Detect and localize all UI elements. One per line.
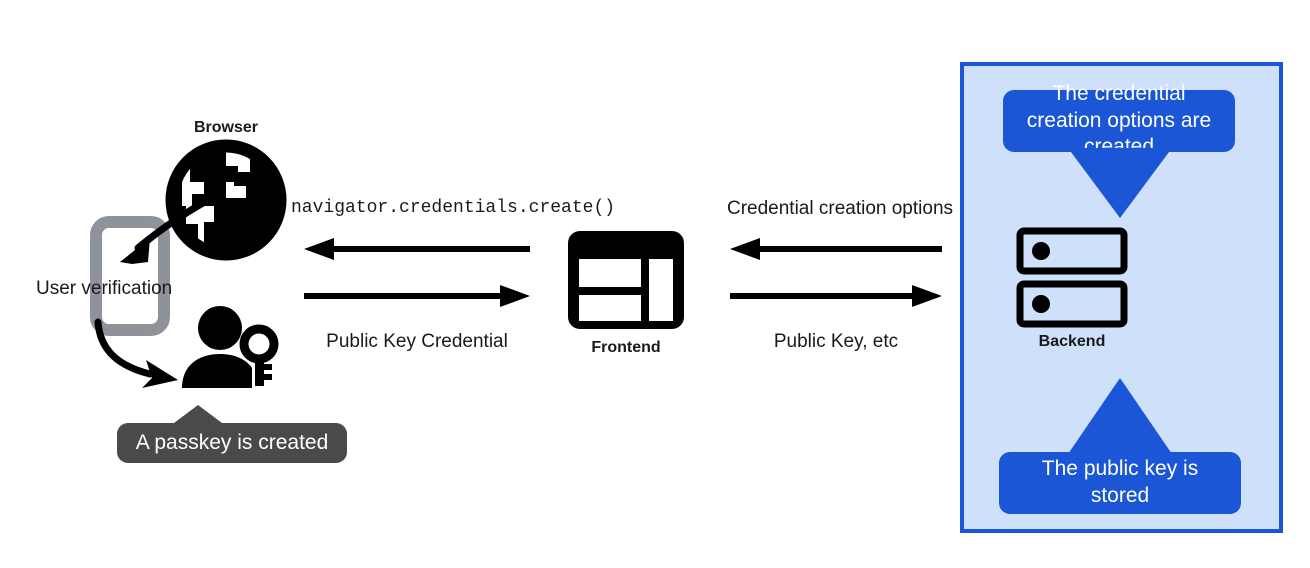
- server-rack-icon: [1016, 227, 1128, 328]
- arrow-backend-to-frontend: [730, 238, 942, 260]
- person-with-key-icon: [182, 306, 279, 388]
- arrow-browser-to-phone: [120, 194, 216, 264]
- callout-credential-options-created: The credential creation options are crea…: [1003, 82, 1235, 158]
- tooltip-passkey-created-text: A passkey is created: [135, 430, 329, 454]
- mobile-phone-icon: [90, 216, 170, 336]
- frontend-label: Frontend: [591, 339, 661, 356]
- message-navigator-create-label: navigator.credentials.create(): [291, 198, 616, 218]
- arrow-frontend-to-browser: [304, 238, 530, 260]
- browser-label: Browser: [193, 119, 259, 136]
- arrow-browser-to-frontend: [304, 285, 530, 307]
- message-public-key-credential-label: Public Key Credential: [326, 331, 508, 352]
- callout-public-key-stored: The public key is stored: [999, 452, 1241, 514]
- tooltip-passkey-created: A passkey is created: [117, 423, 347, 463]
- user-verification-label: User verification: [36, 278, 173, 299]
- callout-public-key-stored-text: The public key is stored: [1041, 457, 1199, 507]
- dashboard-layout-icon: [568, 231, 684, 329]
- arrow-phone-to-user: [94, 318, 178, 388]
- arrow-frontend-to-backend: [730, 285, 942, 307]
- callout-public-key-stored-tail: [1068, 378, 1172, 454]
- globe-icon: [165, 139, 287, 261]
- backend-label: Backend: [1038, 333, 1106, 350]
- message-credential-creation-options-label: Credential creation options: [726, 198, 954, 219]
- callout-credential-options-tail: [1068, 148, 1172, 218]
- message-public-key-etc-label: Public Key, etc: [773, 331, 899, 352]
